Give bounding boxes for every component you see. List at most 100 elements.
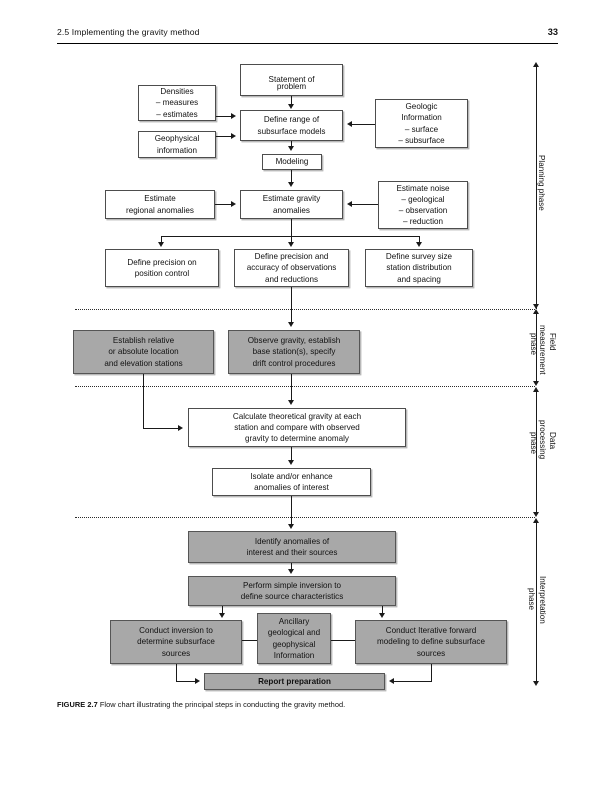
arrowhead-down-estimate-gravity bbox=[288, 182, 294, 187]
node-geophysical-information: Geophysical information bbox=[138, 131, 216, 158]
phase-label-data-line1: processing bbox=[538, 420, 547, 460]
phase-bracket-field bbox=[536, 313, 537, 382]
phase-bracket-data bbox=[536, 391, 537, 513]
phase-label-data-line3: phase bbox=[529, 432, 538, 455]
connector-inversion-to-report bbox=[176, 681, 196, 682]
connector-geologic-to-define bbox=[352, 124, 375, 125]
connector-ancillary-to-iterative bbox=[331, 640, 355, 641]
arrowhead-down-calculate bbox=[288, 400, 294, 405]
connector-inversion-down bbox=[176, 664, 177, 681]
node-establish-relative-location: Establish relative or absolute location … bbox=[73, 330, 214, 374]
connector-fan-bus bbox=[161, 236, 419, 237]
arrowhead-up-field bbox=[533, 309, 539, 314]
connector-isolate-to-identify bbox=[291, 496, 292, 524]
arrowhead-right-report-left bbox=[195, 678, 200, 684]
connector-estimate-down bbox=[291, 219, 292, 236]
running-head-title: 2.5 Implementing the gravity method bbox=[57, 27, 200, 37]
figure-caption: FIGURE 2.7 Flow chart illustrating the p… bbox=[57, 700, 577, 709]
connector-observe-to-calculate bbox=[291, 374, 292, 400]
arrowhead-left-report-right bbox=[389, 678, 394, 684]
arrowhead-down-precision-accuracy bbox=[288, 242, 294, 247]
arrowhead-down-field bbox=[533, 381, 539, 386]
connector-calculate-to-isolate bbox=[291, 447, 292, 461]
node-estimate-noise: Estimate noise – geological – observatio… bbox=[378, 181, 468, 229]
arrowhead-down-isolate bbox=[288, 460, 294, 465]
node-identify-anomalies: Identify anomalies of interest and their… bbox=[188, 531, 396, 563]
arrowhead-down-perform bbox=[288, 569, 294, 574]
phase-label-field-line1: measurement bbox=[538, 325, 547, 375]
arrowhead-down-precision-position bbox=[158, 242, 164, 247]
connector-iterative-to-report bbox=[394, 681, 432, 682]
node-statement-of-problem-line2: problem bbox=[276, 81, 307, 91]
arrowhead-right-geophysical bbox=[231, 133, 236, 139]
connector-noise-to-estimate bbox=[352, 204, 378, 205]
arrowhead-down-observe-gravity bbox=[288, 322, 294, 327]
connector-iterative-down bbox=[431, 664, 432, 681]
connector-perform-left-branch bbox=[222, 606, 223, 614]
arrowhead-up-planning bbox=[533, 62, 539, 67]
header-rule bbox=[57, 43, 558, 44]
connector-establish-right bbox=[143, 428, 179, 429]
phase-bracket-planning bbox=[536, 66, 537, 309]
node-conduct-inversion: Conduct inversion to determine subsurfac… bbox=[110, 620, 242, 664]
connector-define-to-modeling bbox=[291, 141, 292, 147]
connector-identify-to-perform bbox=[291, 563, 292, 570]
phase-bracket-interpretation bbox=[536, 522, 537, 682]
arrowhead-right-calculate bbox=[178, 425, 183, 431]
connector-modeling-to-estimate bbox=[291, 170, 292, 182]
phase-label-field-line3: phase bbox=[529, 333, 538, 356]
node-define-survey-size: Define survey size station distribution … bbox=[365, 249, 473, 287]
node-define-precision-position-control: Define precision on position control bbox=[105, 249, 219, 287]
connector-perform-right-branch bbox=[382, 606, 383, 614]
arrowhead-down-data bbox=[533, 512, 539, 517]
arrowhead-left-noise bbox=[347, 201, 352, 207]
phase-label-interpretation-line2: phase bbox=[527, 588, 536, 611]
arrowhead-down-planning bbox=[533, 304, 539, 309]
connector-establish-down bbox=[143, 374, 144, 428]
arrowhead-up-data bbox=[533, 387, 539, 392]
node-isolate-enhance-anomalies: Isolate and/or enhance anomalies of inte… bbox=[212, 468, 371, 496]
node-perform-simple-inversion: Perform simple inversion to define sourc… bbox=[188, 576, 396, 606]
arrowhead-down-survey-size bbox=[416, 242, 422, 247]
separator-field-data bbox=[75, 386, 535, 387]
node-report-preparation: Report preparation bbox=[204, 673, 385, 690]
arrowhead-up-interpretation bbox=[533, 518, 539, 523]
node-ancillary-information: Ancillary geological and geophysical Inf… bbox=[257, 613, 331, 664]
figure-caption-text: Flow chart illustrating the principal st… bbox=[99, 700, 346, 709]
connector-regional-to-estimate bbox=[215, 204, 232, 205]
node-conduct-iterative-forward-modeling: Conduct Iterative forward modeling to de… bbox=[355, 620, 507, 664]
connector-statement-to-define bbox=[291, 96, 292, 105]
node-modeling: Modeling bbox=[262, 154, 322, 170]
page-number: 33 bbox=[547, 27, 558, 37]
node-densities: Densities – measures – estimates bbox=[138, 85, 216, 121]
node-estimate-gravity-anomalies: Estimate gravity anomalies bbox=[240, 190, 343, 219]
node-observe-gravity: Observe gravity, establish base station(… bbox=[228, 330, 360, 374]
arrowhead-right-regional bbox=[231, 201, 236, 207]
connector-inversion-to-ancillary bbox=[242, 640, 257, 641]
node-calculate-theoretical-gravity: Calculate theoretical gravity at each st… bbox=[188, 408, 406, 447]
arrowhead-down-conduct-inversion bbox=[219, 613, 225, 618]
arrowhead-right-densities bbox=[231, 113, 236, 119]
node-define-precision-accuracy: Define precision and accuracy of observa… bbox=[234, 249, 349, 287]
node-geologic-information: Geologic Information – surface – subsurf… bbox=[375, 99, 468, 148]
connector-fan-center bbox=[291, 236, 292, 243]
separator-data-interpretation bbox=[75, 517, 535, 518]
connector-fan-right bbox=[419, 236, 420, 243]
connector-densities-to-define bbox=[216, 116, 232, 117]
node-define-range-subsurface-models: Define range of subsurface models bbox=[240, 110, 343, 141]
node-estimate-regional-anomalies: Estimate regional anomalies bbox=[105, 190, 215, 219]
node-statement-of-problem: Statement of bbox=[240, 64, 343, 96]
page-header: 2.5 Implementing the gravity method 33 bbox=[57, 27, 558, 49]
connector-fan-left bbox=[161, 236, 162, 243]
figure-caption-label: FIGURE 2.7 bbox=[57, 700, 98, 709]
phase-label-field-line2: Field bbox=[548, 333, 557, 351]
arrowhead-down-identify bbox=[288, 524, 294, 529]
phase-label-data-line2: Data bbox=[548, 432, 557, 450]
connector-geophysical-to-define bbox=[216, 136, 232, 137]
arrowhead-left-geologic bbox=[347, 121, 352, 127]
separator-planning-field bbox=[75, 309, 535, 310]
node-statement-of-problem-l1: Statement of bbox=[268, 75, 315, 85]
arrowhead-down-conduct-iterative bbox=[379, 613, 385, 618]
arrowhead-down-modeling bbox=[288, 146, 294, 151]
